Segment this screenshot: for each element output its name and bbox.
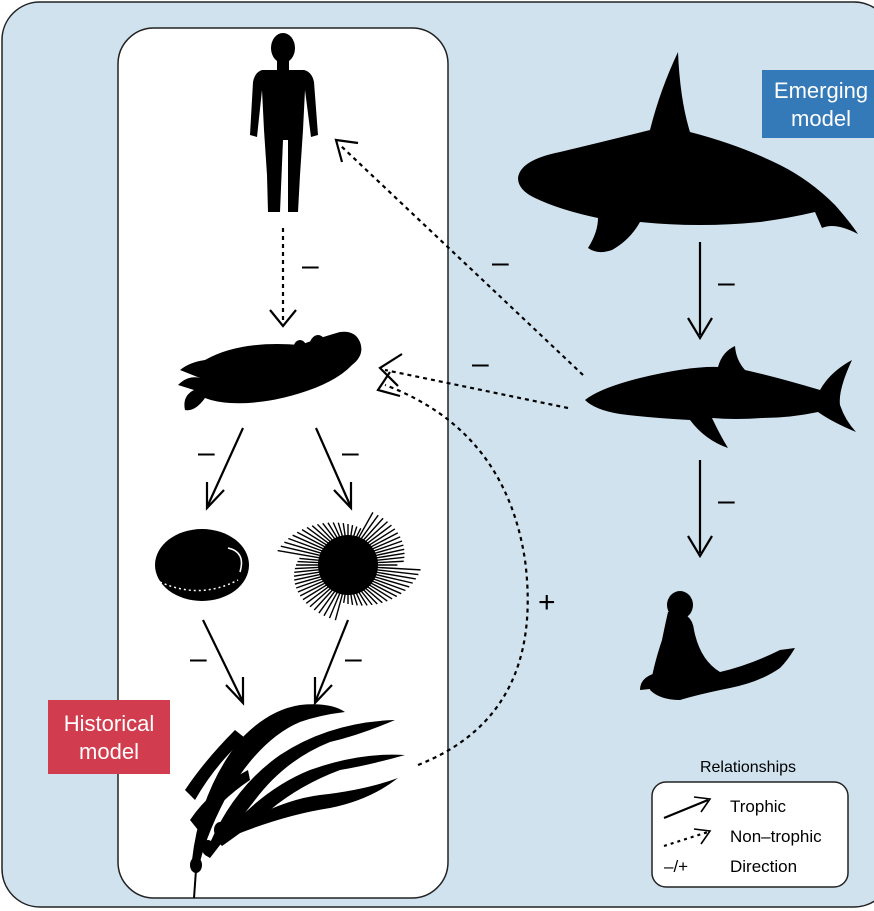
sign-otter-abalone: – [198, 436, 215, 469]
legend-direction-symbol: –/+ [664, 857, 688, 876]
sign-orca-shark: – [718, 266, 735, 299]
legend-title: Relationships [700, 759, 796, 776]
sign-shark-human: – [492, 246, 509, 279]
legend-trophic-label: Trophic [730, 797, 787, 816]
sign-shark-seal: – [718, 484, 735, 517]
sign-kelp-otter: + [538, 586, 556, 619]
sign-abalone-kelp: – [190, 642, 207, 675]
emerging-model-label-line2: model [791, 106, 851, 131]
sign-shark-otter: – [472, 347, 489, 380]
historical-model-label-line1: Historical [64, 711, 154, 736]
legend-direction-label: Direction [730, 857, 797, 876]
abalone-icon [155, 529, 249, 601]
sign-human-otter: – [302, 249, 319, 282]
emerging-model-label-line1: Emerging [774, 78, 868, 103]
legend-non-trophic-label: Non–trophic [730, 827, 822, 846]
sign-otter-urchin: – [342, 436, 359, 469]
historical-model-label-line2: model [79, 739, 139, 764]
sign-urchin-kelp: – [345, 642, 362, 675]
